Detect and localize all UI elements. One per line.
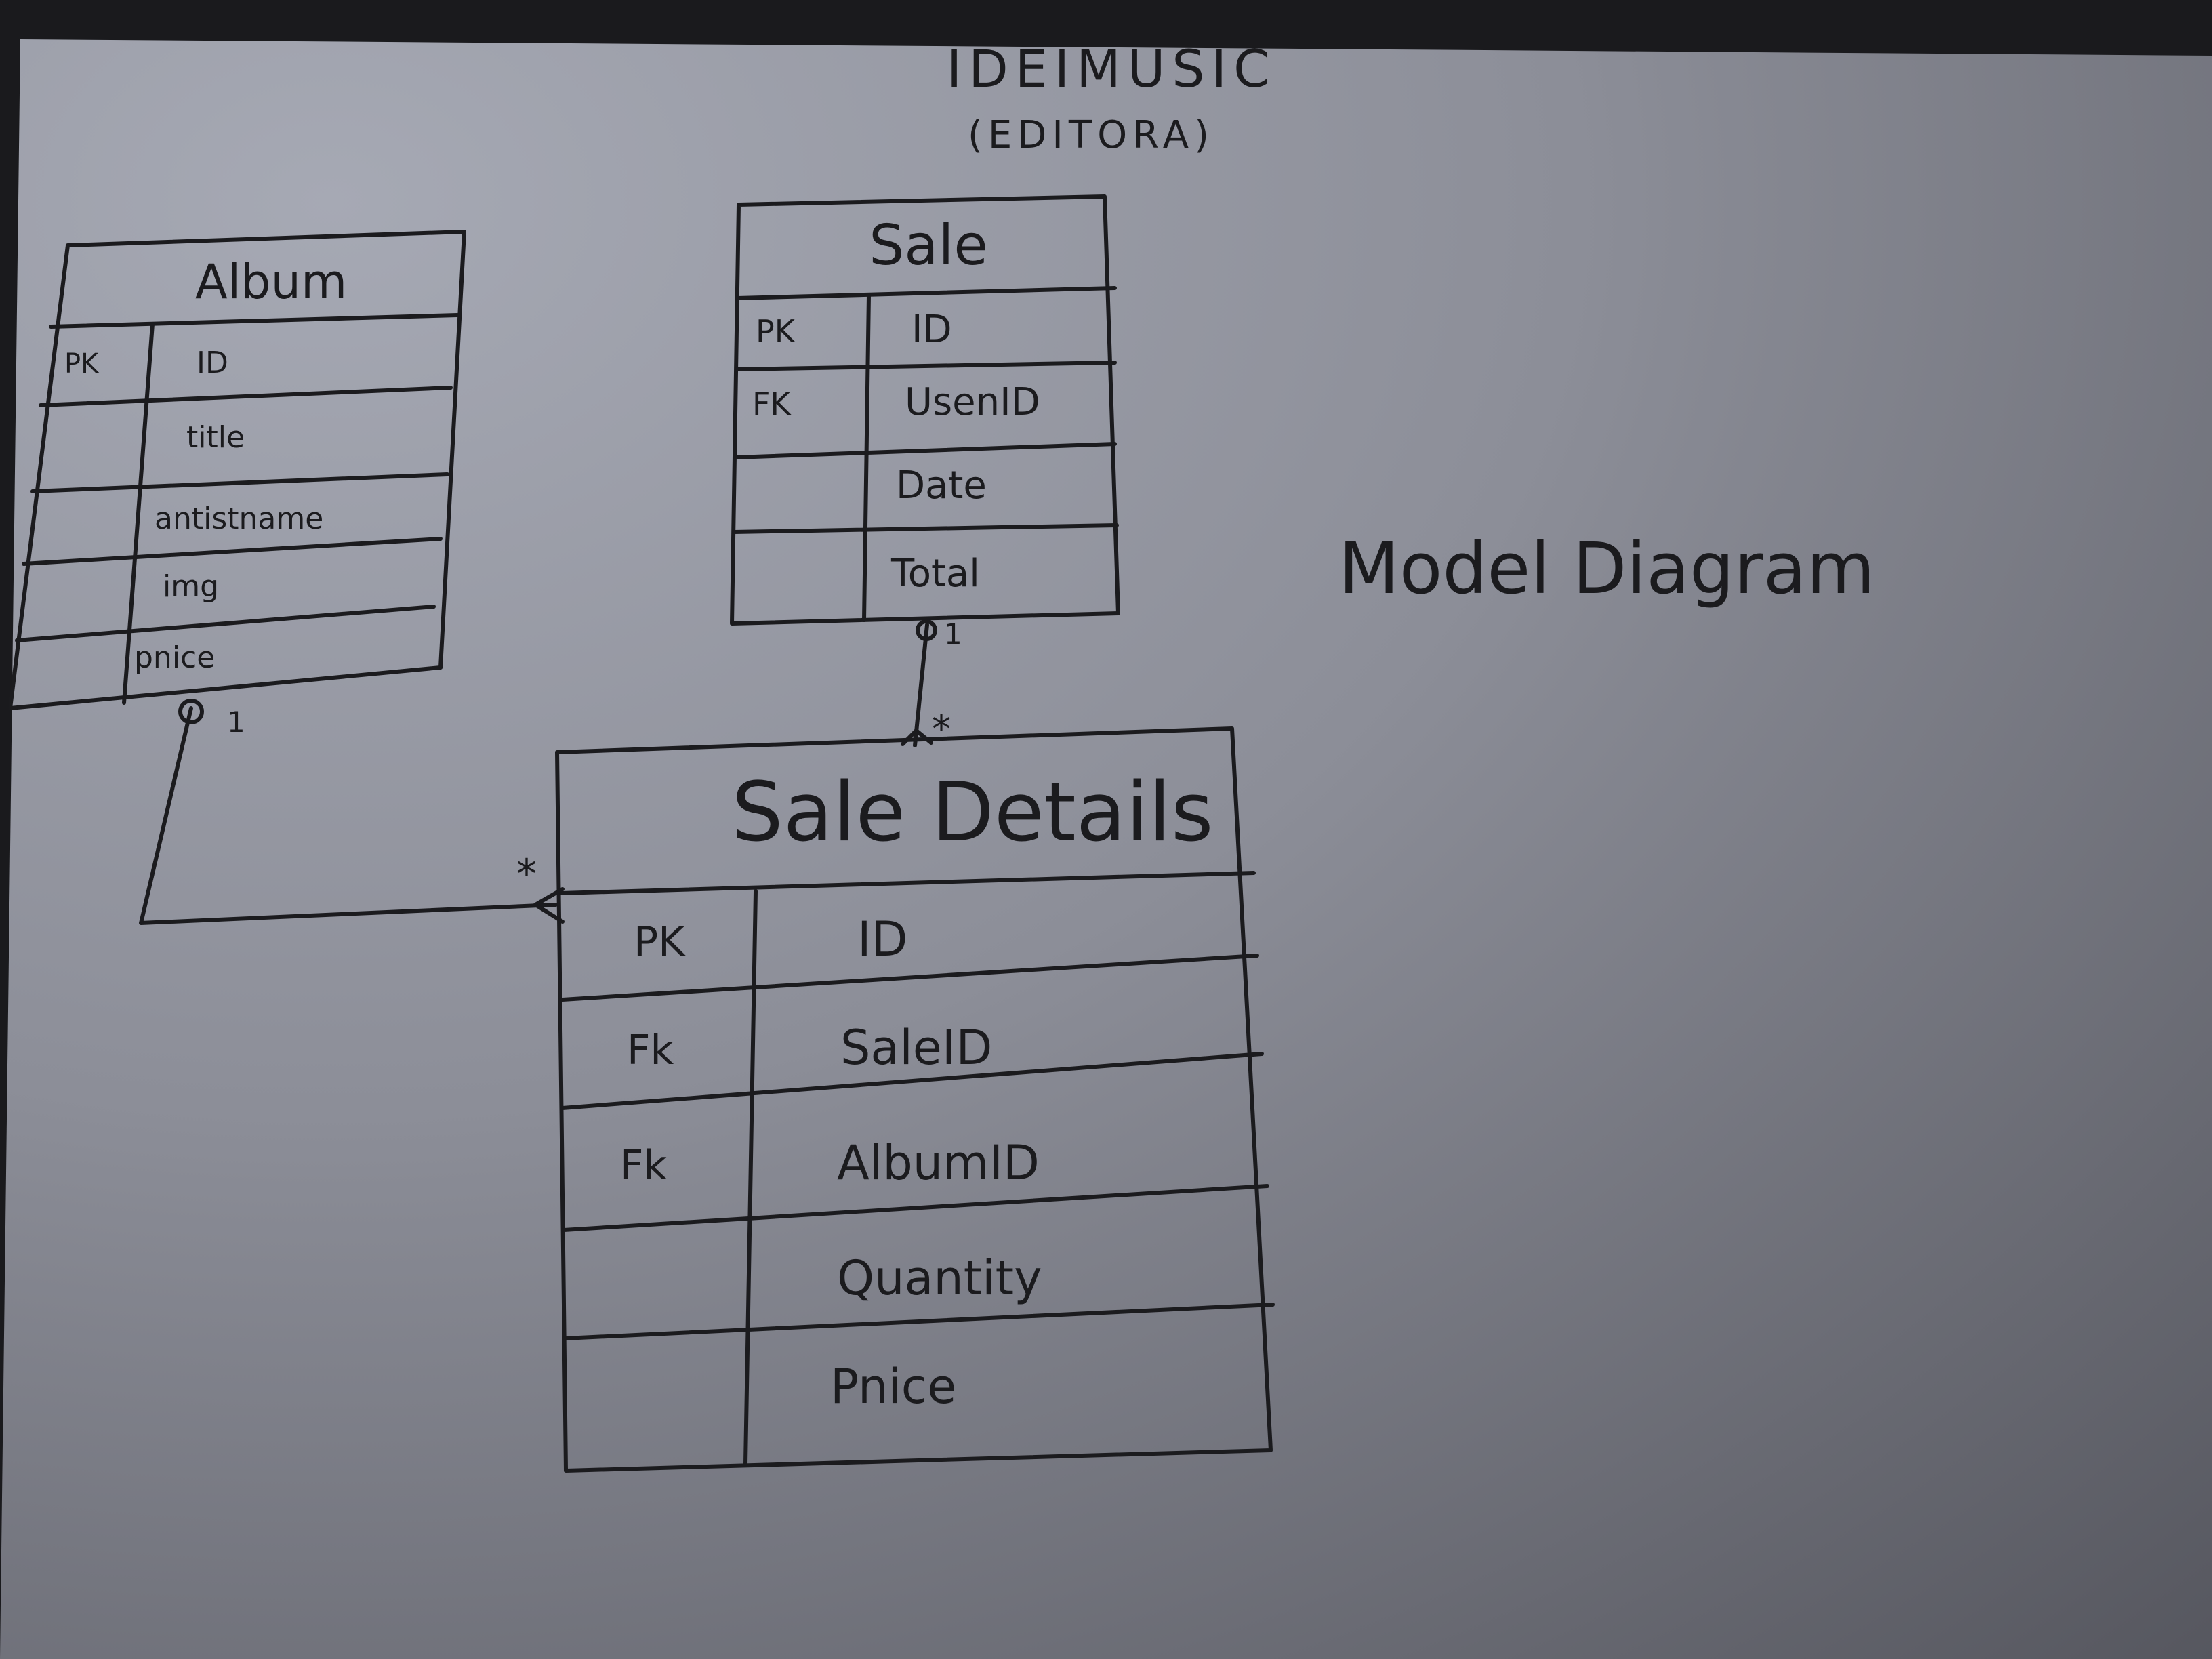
table-sale-details-field-name: Quantity [837,1250,1042,1306]
table-album-row-divider [39,386,453,407]
table-album-row-divider [30,472,449,493]
relationship-sale-sale-details [901,619,937,747]
table-sale-details-name: Sale Details [731,766,1213,860]
table-sale-key-label: PK [756,313,796,350]
table-album [8,230,466,710]
table-sale-details-header-divider [559,871,1256,895]
table-sale-details-field-name: Pnice [830,1359,956,1414]
cardinality-one-label: 1 [944,617,962,651]
relationship-one-marker [916,619,937,641]
table-album-row-divider [15,605,436,642]
table-sale-field-name: Date [896,464,987,508]
table-sale-details-field-name: SaleID [840,1020,992,1076]
table-album-header-divider [49,313,459,329]
paper-sheet [0,39,2212,1659]
table-sale-details-key-label: Fk [620,1142,668,1189]
table-album-border [8,230,466,710]
table-album-column-divider [122,322,155,705]
table-sale-details-field-name: AlbumID [837,1135,1040,1191]
cardinality-many-label: * [932,708,951,752]
table-album-field-name: pnice [134,640,215,675]
table-album-field-name: img [163,569,219,604]
table-sale-details [555,726,1275,1473]
relationship-line [139,706,558,925]
table-sale-details-key-label: Fk [627,1027,674,1074]
table-sale-name: Sale [869,213,988,278]
table-album-field-name: antistname [155,501,323,536]
table-sale-key-label: FK [752,386,792,422]
relationship-many-crowfoot [533,887,565,907]
model-diagram-caption: Model Diagram [1338,527,1875,610]
relationship-many-crowfoot [533,903,565,924]
table-sale-details-key-label: PK [634,918,686,966]
relationship-album-sale-details [139,699,565,925]
table-sale-details-column-divider [743,889,758,1466]
table-sale-details-row-divider [562,1303,1275,1340]
table-sale-details-row-divider [562,1184,1269,1232]
table-sale-row-divider [735,361,1117,371]
table-album-name: Album [195,254,347,310]
table-sale-row-divider [732,523,1119,534]
table-sale-field-name: Total [890,552,980,596]
cardinality-one-label: 1 [227,705,245,739]
diagram-title: IDEIMUSIC [947,39,1276,99]
table-sale-border [730,194,1120,626]
table-sale-field-name: ID [912,308,952,352]
relationship-many-crowfoot [901,729,918,746]
cardinality-many-label: * [516,851,537,898]
table-sale-details-row-divider [560,1052,1264,1110]
table-sale-field-name: UsenID [905,380,1040,424]
relationship-line [913,623,929,747]
table-sale [730,194,1120,626]
table-sale-header-divider [735,286,1117,300]
table-sale-column-divider [862,293,871,622]
diagram-subtitle: (EDITORA) [968,113,1214,157]
table-album-key-label: PK [64,348,100,380]
table-sale-row-divider [733,442,1117,459]
relationship-one-marker [178,699,204,724]
table-album-field-name: ID [197,346,228,380]
relationship-many-crowfoot [914,729,933,745]
table-sale-details-field-name: ID [857,912,908,967]
table-sale-details-row-divider [560,954,1259,1002]
table-album-field-name: title [186,420,245,455]
table-album-row-divider [22,537,443,566]
